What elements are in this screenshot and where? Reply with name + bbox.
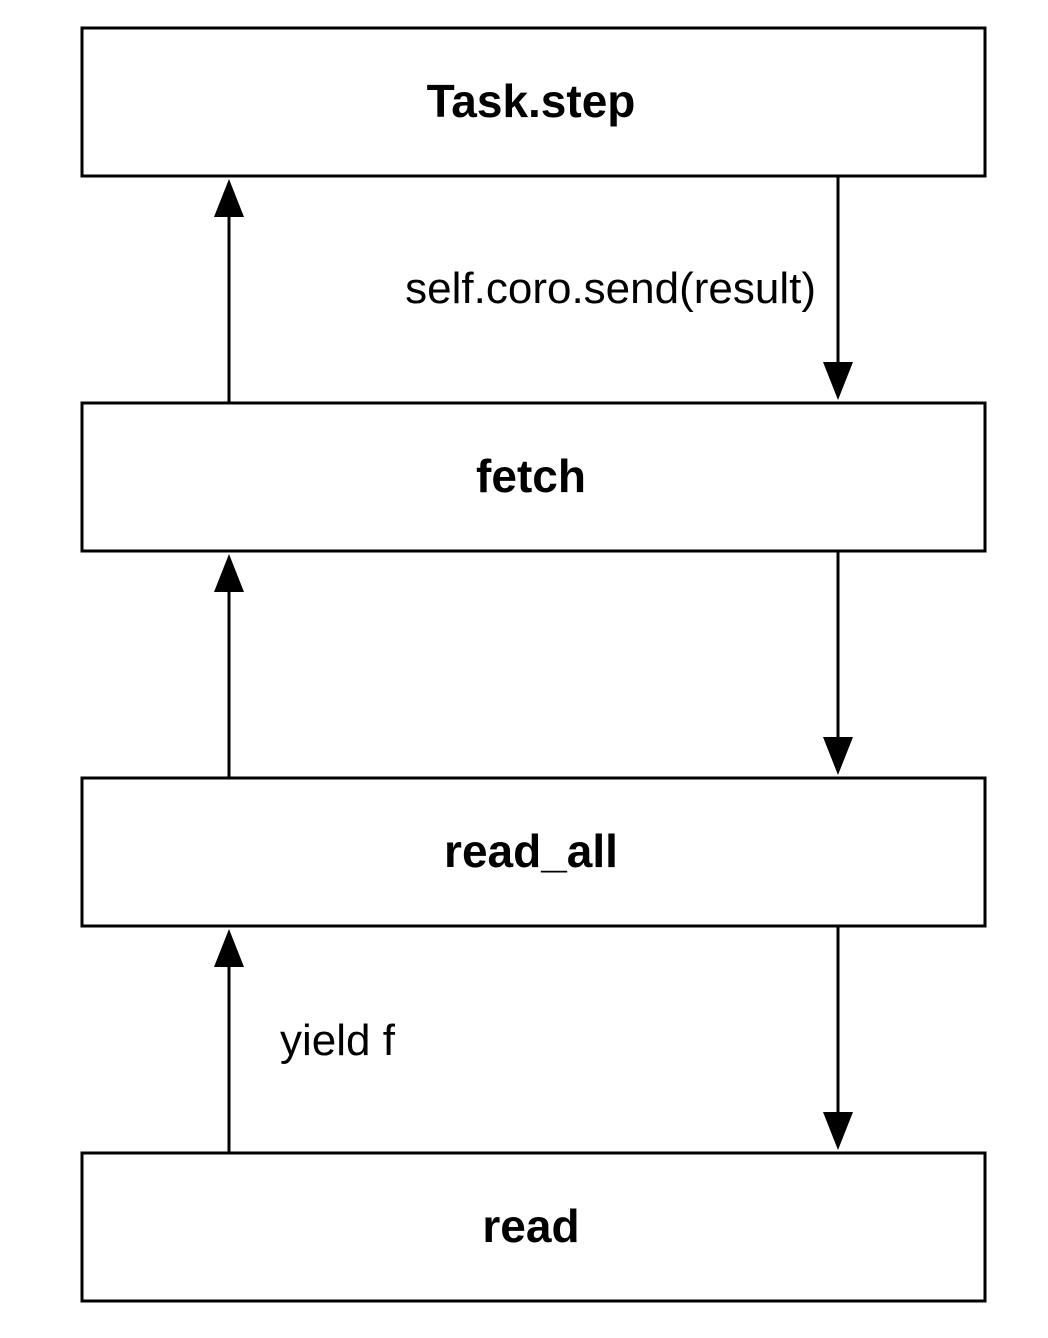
arrow-up-icon xyxy=(214,929,244,967)
edge-label-yield: yield f xyxy=(280,1016,396,1065)
node-task-step: Task.step xyxy=(80,26,987,178)
edge-fetch-to-read-all xyxy=(823,551,853,775)
arrow-up-icon xyxy=(214,554,244,592)
arrow-up-icon xyxy=(214,179,244,217)
edge-read-all-to-read xyxy=(823,926,853,1150)
edge-fetch-to-task-step xyxy=(214,179,244,403)
edge-read-to-read-all xyxy=(214,929,244,1153)
arrow-down-icon xyxy=(823,1112,853,1150)
edge-label-send: self.coro.send(result) xyxy=(405,264,816,313)
node-read-all-label: read_all xyxy=(444,825,618,877)
node-read-all: read_all xyxy=(80,776,987,928)
node-read-label: read xyxy=(482,1200,579,1252)
arrow-down-icon xyxy=(823,362,853,400)
node-read: read xyxy=(80,1151,987,1303)
node-fetch-label: fetch xyxy=(476,450,586,502)
edge-task-step-to-fetch xyxy=(823,176,853,400)
node-fetch: fetch xyxy=(80,401,987,553)
arrow-down-icon xyxy=(823,737,853,775)
edge-read-all-to-fetch xyxy=(214,554,244,778)
node-task-step-label: Task.step xyxy=(427,75,636,127)
